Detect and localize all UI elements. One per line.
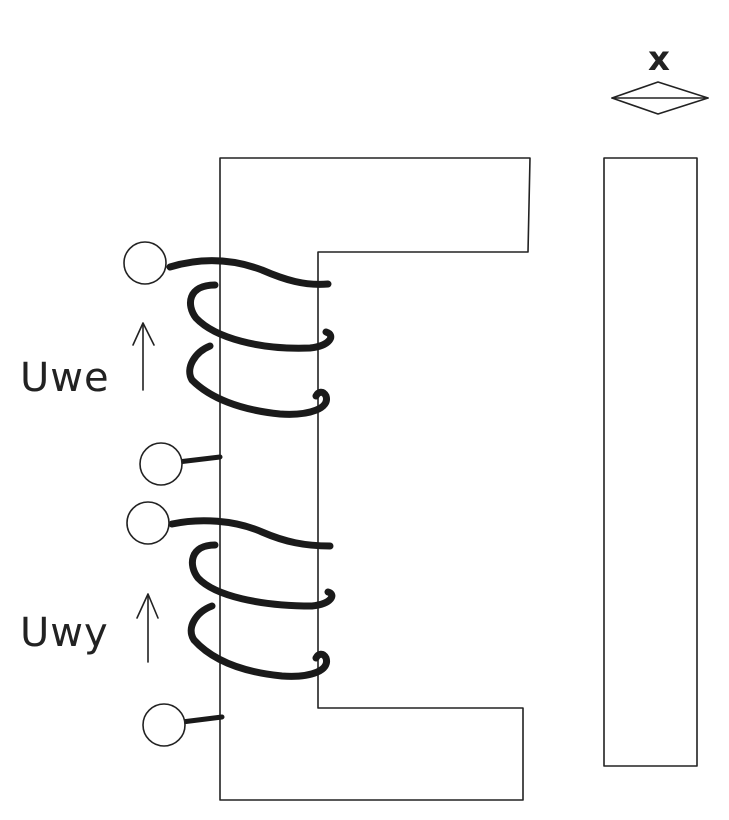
armature-bar xyxy=(603,157,698,767)
input-voltage-label: Uwe xyxy=(20,355,110,401)
terminal-output-bottom xyxy=(142,703,225,747)
output-voltage-label: Uwy xyxy=(20,610,109,656)
displacement-arrow-icon xyxy=(611,81,709,115)
terminal-output-top xyxy=(126,501,170,545)
terminal-input-bottom xyxy=(139,442,223,486)
input-voltage-arrow-icon xyxy=(132,322,155,391)
terminal-input-top xyxy=(123,241,167,285)
primary-winding xyxy=(166,257,335,418)
secondary-winding xyxy=(168,517,336,680)
output-voltage-arrow-icon xyxy=(136,593,159,663)
c-core xyxy=(219,157,531,801)
displacement-label: x xyxy=(648,39,670,79)
